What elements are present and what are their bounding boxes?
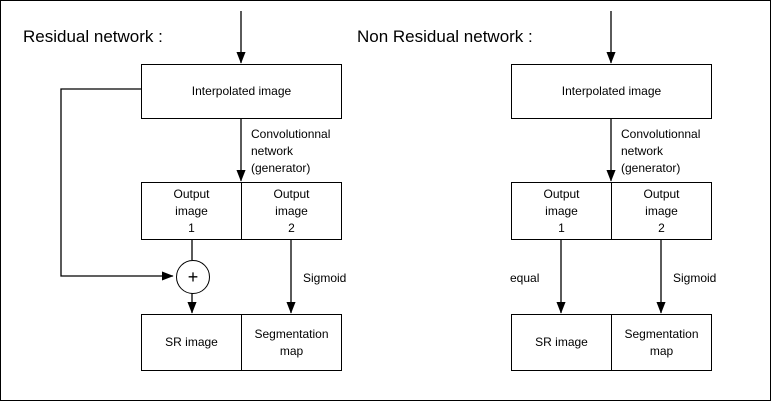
- edge-label-equal-non-residual: equal: [510, 271, 540, 285]
- node-interpolated-image-non-residual: Interpolated image: [511, 64, 712, 119]
- node-output-image-1-non-residual: Output image 1: [511, 182, 612, 240]
- edge-label-sigmoid-residual: Sigmoid: [303, 271, 347, 285]
- node-interpolated-image-residual: Interpolated image: [141, 64, 342, 119]
- edge-label-conv-network-residual: Convolutionnal network (generator): [251, 127, 331, 175]
- panel-title-residual: Residual network :: [23, 27, 163, 46]
- edge-label-conv-network-non-residual: Convolutionnal network (generator): [621, 127, 701, 175]
- node-sr-image-residual: SR image: [141, 314, 242, 371]
- edge-label-sigmoid-non-residual: Sigmoid: [673, 271, 717, 285]
- node-sr-image-non-residual: SR image: [511, 314, 612, 371]
- residual-connectors: [60, 11, 296, 314]
- node-output-image-2-residual: Output image 2: [241, 182, 342, 240]
- node-segmentation-map-residual: Segmentation map: [241, 314, 342, 371]
- panel-title-non-residual: Non Residual network :: [357, 27, 533, 46]
- node-sum-operator: +: [176, 260, 210, 294]
- node-output-image-1-residual: Output image 1: [141, 182, 242, 240]
- non-residual-connectors: [556, 11, 666, 314]
- residual-skip-connection: [60, 88, 174, 281]
- node-segmentation-map-non-residual: Segmentation map: [611, 314, 712, 371]
- node-output-image-2-non-residual: Output image 2: [611, 182, 712, 240]
